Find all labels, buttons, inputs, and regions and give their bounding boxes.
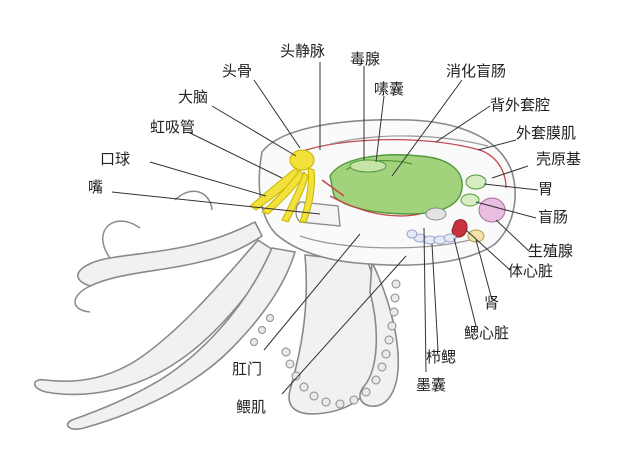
label-digestive-caecum: 消化盲肠 bbox=[446, 62, 507, 80]
tentacle-tips bbox=[74, 190, 213, 313]
label-anus: 肛门 bbox=[232, 360, 263, 378]
label-gill: 栉鳃 bbox=[426, 348, 457, 366]
poison-gland-shape bbox=[349, 159, 387, 173]
label-dorsal-mantle-cavity: 背外套腔 bbox=[490, 96, 551, 114]
label-gonad: 生殖腺 bbox=[528, 242, 574, 260]
label-gill-muscle: 鳂肌 bbox=[236, 398, 267, 416]
label-brain: 大脑 bbox=[178, 88, 209, 106]
mantle-inner-line bbox=[299, 139, 507, 189]
label-caecum: 盲肠 bbox=[538, 208, 569, 226]
systemic-heart-shape bbox=[451, 219, 468, 238]
stomach-shape bbox=[465, 174, 487, 190]
label-mantle-muscle: 外套膜肌 bbox=[516, 124, 577, 142]
kidney-shape bbox=[467, 229, 485, 243]
label-siphon: 虹吸管 bbox=[150, 118, 196, 136]
label-ink-sac: 墨囊 bbox=[416, 376, 447, 394]
mantle-lower-line bbox=[299, 235, 471, 249]
beak-line bbox=[321, 179, 345, 197]
dorsal-mantle-cavity-line bbox=[329, 135, 489, 147]
label-kidney: 肾 bbox=[484, 294, 500, 312]
leader-lines bbox=[111, 62, 539, 395]
ink-sac-shape bbox=[425, 207, 447, 221]
brain-nerves bbox=[249, 149, 315, 223]
label-stomach: 胃 bbox=[538, 180, 554, 198]
label-beak: 嘴 bbox=[88, 178, 104, 196]
label-buccal-mass: 口球 bbox=[100, 150, 131, 168]
intestine-path bbox=[329, 195, 421, 217]
label-shell-primordium: 壳原基 bbox=[536, 150, 582, 168]
label-branchial-heart: 鳃心脏 bbox=[464, 324, 510, 342]
label-crop: 嗉囊 bbox=[374, 80, 405, 98]
label-cranium: 头骨 bbox=[222, 62, 253, 80]
gill-shape bbox=[406, 229, 457, 245]
label-systemic-heart: 体心脏 bbox=[508, 262, 554, 280]
gonad-shape bbox=[478, 197, 506, 223]
suckers bbox=[250, 279, 401, 409]
label-poison-gland: 毒腺 bbox=[350, 50, 381, 68]
caecum-shape bbox=[460, 193, 480, 207]
label-head-vein: 头静脉 bbox=[280, 42, 326, 60]
